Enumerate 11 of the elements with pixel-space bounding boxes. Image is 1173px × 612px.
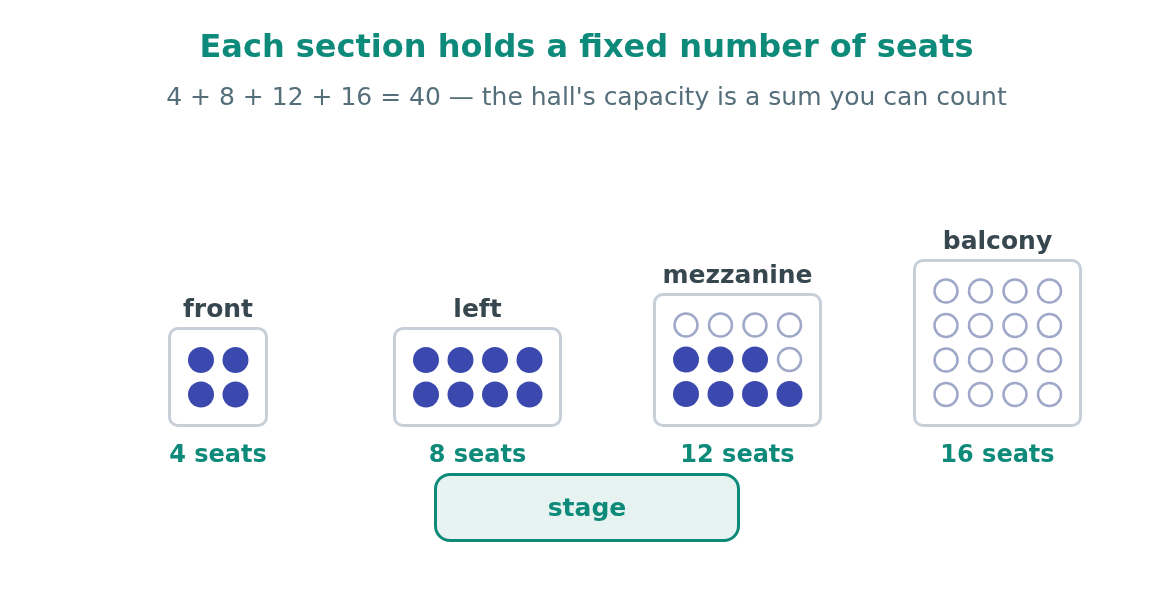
seat-count-label: 8 seats — [428, 439, 527, 469]
stage-box: stage — [434, 473, 740, 542]
section-heading: balcony — [942, 226, 1053, 256]
title: Each section holds a fixed number of seats — [198, 26, 975, 66]
subtitle: 4 + 8 + 12 + 16 = 40 — the hall's capacity is a sum you can count — [165, 81, 1008, 113]
section-heading: front — [182, 294, 254, 324]
section-heading: left — [453, 294, 502, 324]
seat-count-label: 16 seats — [940, 439, 1055, 469]
seat-count-label: 4 seats — [169, 439, 267, 469]
seat-count-label: 12 seats — [680, 439, 795, 469]
section-heading: mezzanine — [662, 260, 813, 290]
